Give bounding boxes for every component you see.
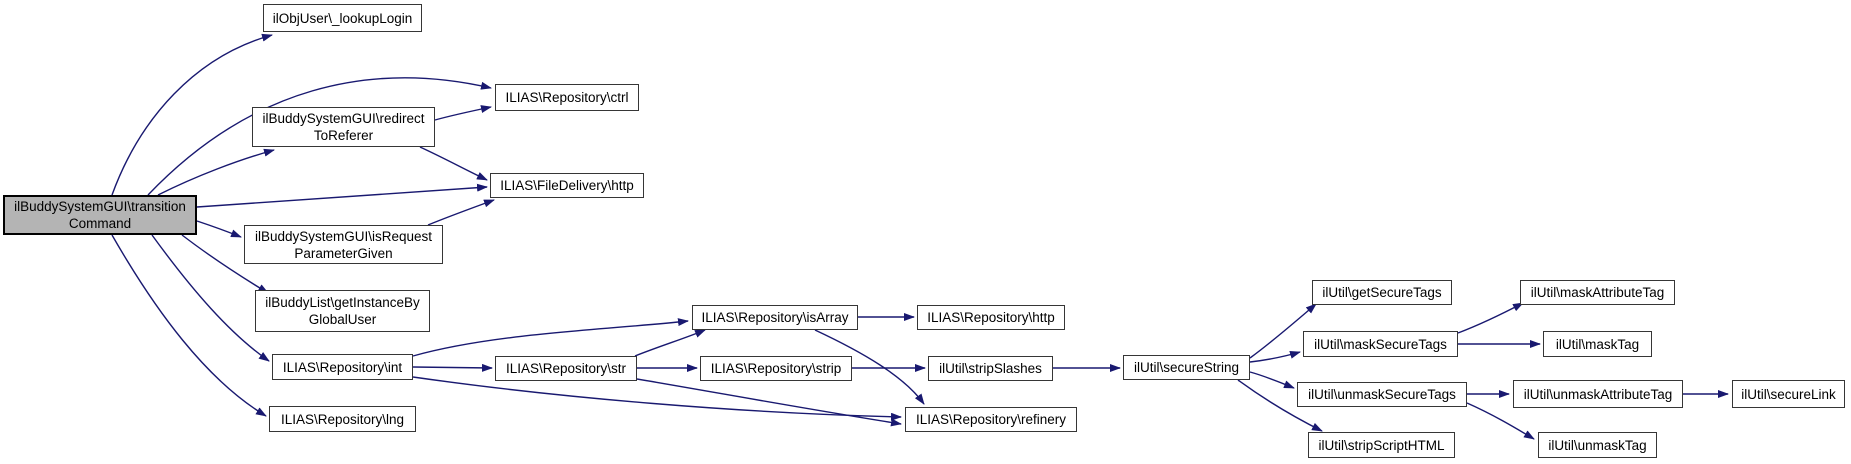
node-label: ILIAS\Repository\strip [710,361,842,376]
node-secureString[interactable]: ilUtil\secureString [1123,355,1250,380]
node-label: ilUtil\stripSlashes [939,361,1042,376]
node-label: ILIAS\FileDelivery\http [500,178,634,193]
node-stripScriptHTML[interactable]: ilUtil\stripScriptHTML [1308,432,1455,458]
node-label: ilUtil\unmaskSecureTags [1308,387,1456,402]
node-label: ilUtil\unmaskTag [1548,437,1647,453]
node-getInstanceByGlobalUser[interactable]: ilBuddyList\getInstanceBy GlobalUser [255,290,430,332]
edge-redirectToReferer-ctrl [434,105,492,121]
edge-transitionCommand-fileDeliveryHttp [196,183,488,208]
node-label: ILIAS\Repository\ctrl [505,90,629,105]
node-label: ilUtil\unmaskAttributeTag [1523,386,1673,402]
edge-int-str [412,363,493,372]
node-secureLink[interactable]: ilUtil\secureLink [1732,380,1845,408]
edge-secureString-maskSecureTags [1249,350,1301,363]
node-label: ilBuddyList\getInstanceBy GlobalUser [265,295,420,327]
edge-transitionCommand-lookupLogin [111,33,273,196]
edge-transitionCommand-isRequestParameterGiven [196,220,242,238]
node-unmaskSecureTags[interactable]: ilUtil\unmaskSecureTags [1297,382,1467,407]
edge-transitionCommand-lng [111,234,267,417]
node-label: ILIAS\Repository\str [505,361,627,376]
node-label: ilBuddySystemGUI\isRequest ParameterGive… [254,228,433,261]
node-getSecureTags[interactable]: ilUtil\getSecureTags [1312,280,1452,305]
edge-isRequestParameterGiven-fileDeliveryHttp [427,199,495,226]
edge-redirectToReferer-fileDeliveryHttp [419,146,488,181]
node-label: ilUtil\maskAttributeTag [1530,285,1665,300]
node-unmaskAttributeTag[interactable]: ilUtil\unmaskAttributeTag [1513,380,1683,408]
edge-maskSecureTags-maskAttributeTag [1457,302,1524,334]
node-maskSecureTags[interactable]: ilUtil\maskSecureTags [1303,331,1458,357]
node-label: ILIAS\Repository\http [927,310,1055,325]
node-maskAttributeTag[interactable]: ilUtil\maskAttributeTag [1520,280,1675,305]
edge-secureString-unmaskSecureTags [1249,371,1295,389]
node-fileDeliveryHttp[interactable]: ILIAS\FileDelivery\http [490,173,644,198]
node-lng[interactable]: ILIAS\Repository\lng [269,406,416,432]
node-redirectToReferer[interactable]: ilBuddySystemGUI\redirect ToReferer [252,107,435,147]
edge-str-isArray [634,329,706,357]
node-label: ILIAS\Repository\lng [280,411,405,427]
node-strip[interactable]: ILIAS\Repository\strip [700,356,852,381]
node-transitionCommand[interactable]: ilBuddySystemGUI\transition Command [3,195,197,235]
node-repositoryHttp[interactable]: ILIAS\Repository\http [917,305,1065,330]
node-label: ilUtil\secureLink [1741,386,1836,402]
node-label: ilBuddySystemGUI\transition Command [14,199,186,231]
node-refinery[interactable]: ILIAS\Repository\refinery [905,407,1077,432]
node-label: ILIAS\Repository\int [282,359,403,375]
node-unmaskTag[interactable]: ilUtil\unmaskTag [1538,432,1657,458]
node-isRequestParameterGiven[interactable]: ilBuddySystemGUI\isRequest ParameterGive… [244,225,443,264]
node-label: ilUtil\getSecureTags [1322,285,1442,300]
node-label: ilUtil\stripScriptHTML [1318,437,1445,453]
edge-transitionCommand-redirectToReferer [157,148,275,196]
node-label: ilObjUser\_lookupLogin [272,10,413,26]
node-label: ilUtil\maskTag [1555,336,1640,352]
node-maskTag[interactable]: ilUtil\maskTag [1543,331,1652,357]
node-stripSlashes[interactable]: ilUtil\stripSlashes [928,356,1053,381]
node-lookupLogin[interactable]: ilObjUser\_lookupLogin [263,4,422,32]
node-ctrl[interactable]: ILIAS\Repository\ctrl [495,84,639,111]
edge-int-isArray [412,318,689,357]
node-label: ilUtil\maskSecureTags [1314,336,1447,352]
edge-int-refinery [412,376,902,421]
node-label: ILIAS\Repository\isArray [701,310,849,325]
node-label: ILIAS\Repository\refinery [915,412,1067,427]
node-int[interactable]: ILIAS\Repository\int [272,354,413,380]
edge-unmaskSecureTags-unmaskTag [1466,402,1535,440]
node-label: ilBuddySystemGUI\redirect ToReferer [262,111,425,143]
node-isArray[interactable]: ILIAS\Repository\isArray [692,305,858,330]
edge-str-refinery [636,378,902,427]
node-label: ilUtil\secureString [1133,360,1240,375]
node-str[interactable]: ILIAS\Repository\str [495,356,637,381]
